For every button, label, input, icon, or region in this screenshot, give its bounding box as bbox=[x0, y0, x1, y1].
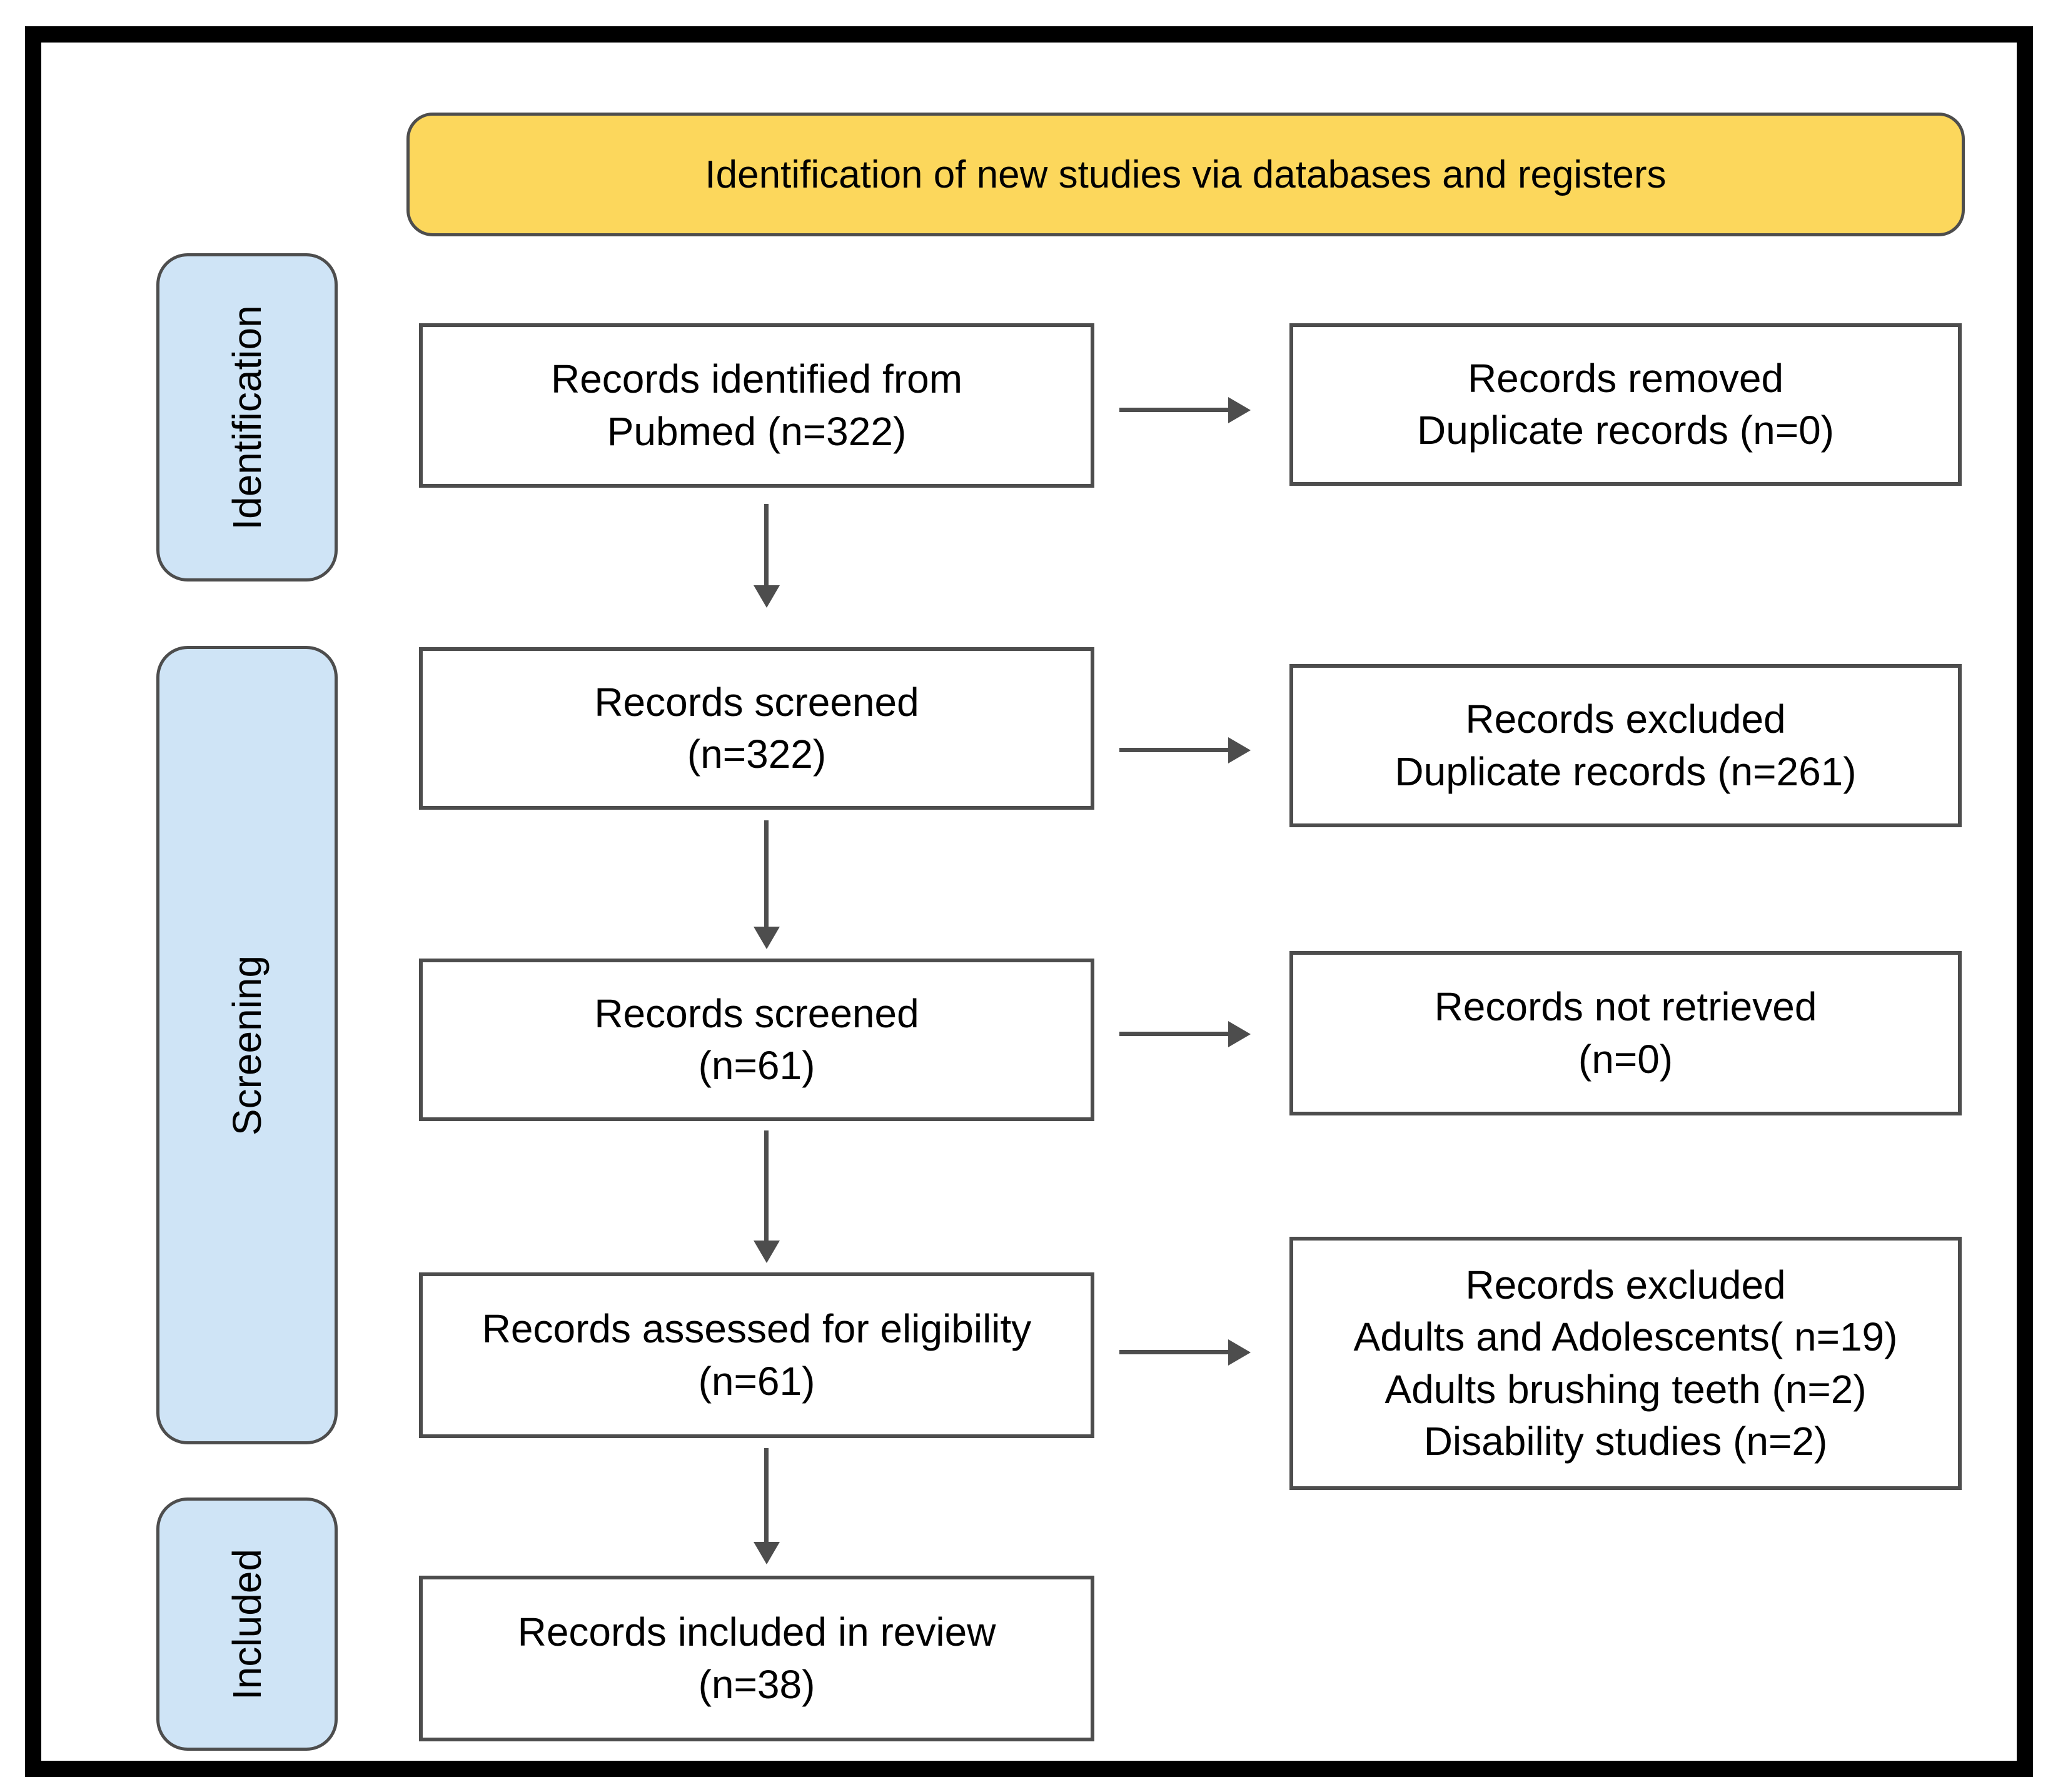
arrow-right-1 bbox=[1119, 408, 1229, 412]
exclusion-box-duplicates-excluded-text: Records excluded Duplicate records (n=26… bbox=[1395, 697, 1857, 794]
arrow-down-3 bbox=[764, 1130, 769, 1242]
banner: Identification of new studies via databa… bbox=[406, 113, 1965, 236]
outer-border bbox=[25, 26, 2033, 1777]
flow-box-records-screened-322-text: Records screened (n=322) bbox=[594, 679, 919, 777]
exclusion-box-not-retrieved-text: Records not retrieved (n=0) bbox=[1434, 984, 1817, 1082]
banner-title: Identification of new studies via databa… bbox=[705, 153, 1667, 196]
flow-box-records-assessed-text: Records assessed for eligibility (n=61) bbox=[482, 1306, 1032, 1404]
flow-box-records-screened-61: Records screened (n=61) bbox=[419, 959, 1094, 1121]
arrow-down-1 bbox=[764, 504, 769, 586]
flow-box-records-identified-text: Records identified from Pubmed (n=322) bbox=[550, 356, 963, 454]
arrow-down-2 bbox=[764, 820, 769, 928]
arrow-right-3 bbox=[1119, 1032, 1229, 1036]
stage-screening: Screening bbox=[156, 646, 338, 1444]
arrow-down-4 bbox=[764, 1448, 769, 1543]
flow-box-records-included-text: Records included in review (n=38) bbox=[517, 1609, 996, 1707]
stage-included: Included bbox=[156, 1498, 338, 1751]
stage-identification: Identification bbox=[156, 253, 338, 581]
arrow-right-2 bbox=[1119, 748, 1229, 752]
flow-box-records-identified: Records identified from Pubmed (n=322) bbox=[419, 323, 1094, 488]
stage-included-label: Included bbox=[224, 1548, 270, 1700]
exclusion-box-duplicates-excluded: Records excluded Duplicate records (n=26… bbox=[1289, 664, 1962, 827]
exclusion-box-not-retrieved: Records not retrieved (n=0) bbox=[1289, 951, 1962, 1115]
arrow-right-4 bbox=[1119, 1350, 1229, 1354]
exclusion-box-eligibility-exclusions: Records excluded Adults and Adolescents(… bbox=[1289, 1237, 1962, 1490]
flow-box-records-included: Records included in review (n=38) bbox=[419, 1576, 1094, 1741]
exclusion-box-records-removed: Records removed Duplicate records (n=0) bbox=[1289, 323, 1962, 486]
exclusion-box-records-removed-text: Records removed Duplicate records (n=0) bbox=[1417, 355, 1834, 453]
exclusion-box-eligibility-exclusions-text: Records excluded Adults and Adolescents(… bbox=[1353, 1262, 1898, 1464]
stage-screening-label: Screening bbox=[224, 955, 270, 1135]
flow-box-records-screened-61-text: Records screened (n=61) bbox=[594, 990, 919, 1088]
stage-identification-label: Identification bbox=[224, 305, 270, 530]
flow-box-records-assessed: Records assessed for eligibility (n=61) bbox=[419, 1272, 1094, 1438]
flow-box-records-screened-322: Records screened (n=322) bbox=[419, 647, 1094, 810]
